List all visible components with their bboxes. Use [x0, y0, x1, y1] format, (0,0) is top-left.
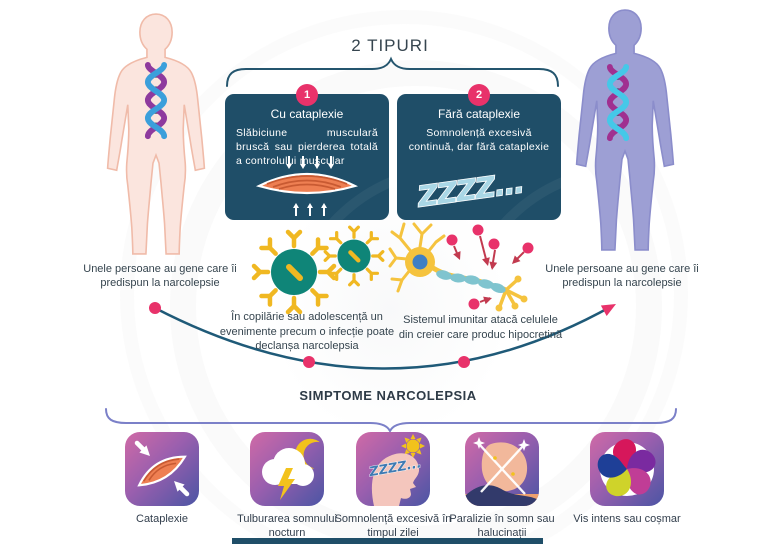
footer-bar — [232, 538, 543, 544]
virus-icon — [251, 225, 385, 315]
neuron-icon — [388, 222, 534, 312]
type-title: Fără cataplexie — [437, 107, 521, 121]
symptom-label: Vis intens sau coșmar — [573, 513, 681, 525]
genetics-caption-right: Unele persoane au gene care îi predispun… — [545, 263, 699, 290]
symptom-label: Somnolență excesivă în timpul zilei — [334, 513, 452, 539]
type-card-with-cataplexy: Cu cataplexie Slăbiciune musculară brusc… — [225, 94, 389, 220]
muscle-arrows-icon — [134, 440, 190, 497]
type-card-without-cataplexy: Fără cataplexie Somnolență excesivă cont… — [397, 94, 561, 220]
type-description: Somnolență excesivă continuă, dar fără c… — [408, 127, 550, 154]
type-number-badge: 2 — [468, 84, 490, 106]
sleep-zzzz-icon: ZZZZ... — [414, 165, 526, 214]
symptom-card-intense-dream — [590, 432, 664, 506]
symptoms-title: SIMPTOME NARCOLEPSIA — [299, 388, 477, 403]
storm-cloud-moon-icon — [262, 438, 320, 500]
type-number-badge: 1 — [296, 84, 318, 106]
symptom-card-sleep-paralysis — [465, 432, 539, 506]
person-silhouette-right — [575, 9, 675, 251]
symptom-card-daytime-sleepiness: ZZZZ... — [356, 432, 430, 506]
symptom-label: Cataplexie — [136, 513, 188, 525]
sleep-paralysis-icon — [465, 437, 539, 506]
sleepy-head-sun-icon: ZZZZ... — [367, 434, 425, 506]
muscle-icon — [255, 156, 359, 216]
page-title: 2 TIPURI — [351, 36, 429, 55]
type-title: Cu cataplexie — [270, 107, 344, 121]
symptom-card-cataplexy — [125, 432, 199, 506]
dna-icon-right — [606, 63, 630, 142]
person-silhouette-left — [106, 13, 206, 255]
symptom-card-night-sleep — [250, 432, 324, 506]
process-text-immune: Sistemul imunitar atacă celulele din cre… — [398, 314, 563, 341]
process-text-trigger: În copilărie sau adolescență un evenimen… — [219, 311, 395, 353]
dream-swirl-icon — [597, 439, 656, 497]
symptom-label: Tulburarea somnului nocturn — [237, 513, 337, 539]
dna-icon-left — [144, 61, 168, 140]
svg-text:ZZZZ...: ZZZZ... — [415, 166, 526, 214]
symptom-label: Paralizie în somn sau halucinații — [449, 513, 555, 539]
genetics-caption-left: Unele persoane au gene care îi predispun… — [83, 263, 237, 290]
